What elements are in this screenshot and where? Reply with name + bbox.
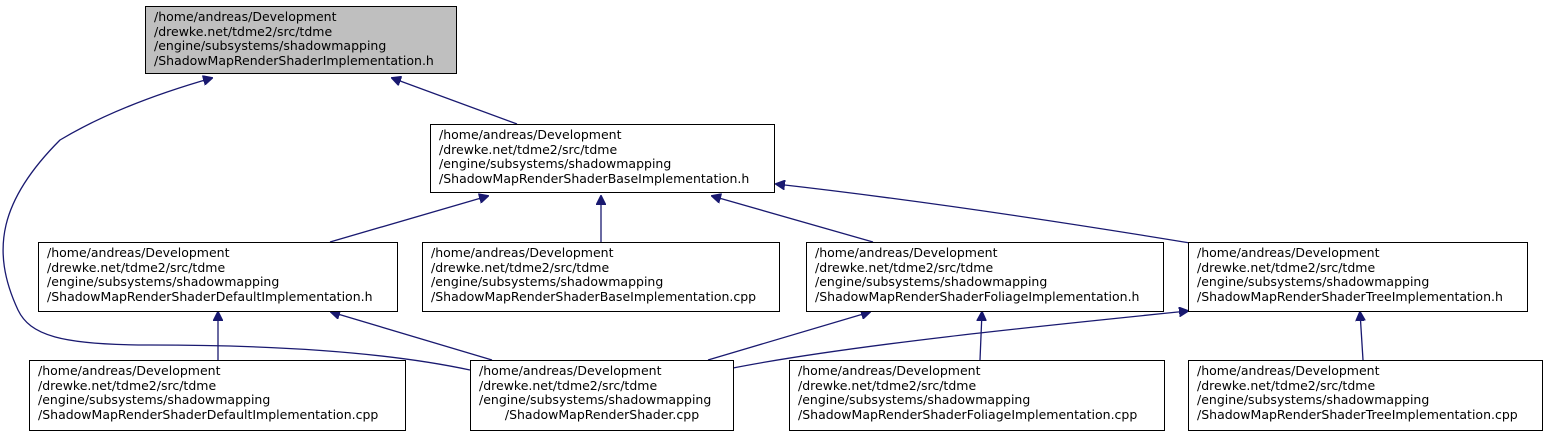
node-path-line: /home/andreas/Development xyxy=(798,363,981,378)
edge-default-h-to-base-h xyxy=(329,196,488,243)
edge-shader-cpp-to-default-h xyxy=(331,312,493,361)
node-path-line: /engine/subsystems/shadowmapping xyxy=(431,274,664,289)
node-path-line: /ShadowMapRenderShaderBaseImplementation… xyxy=(439,170,750,186)
node-path-line: /drewke.net/tdme2/src/tdme xyxy=(431,259,610,275)
edge-base-h-to-root xyxy=(392,78,518,125)
node-path-line: /drewke.net/tdme2/src/tdme xyxy=(798,377,977,393)
edge-shader-cpp-to-root xyxy=(2,78,471,371)
node-path-line: /home/andreas/Development xyxy=(431,245,614,260)
edge-foliage-cpp-to-foliage-h xyxy=(980,312,982,361)
node-path-line: /home/andreas/Development xyxy=(1197,245,1380,260)
edge-tree-h-to-base-h xyxy=(776,184,1191,244)
node-path-line: /ShadowMapRenderShaderTreeImplementation… xyxy=(1197,288,1503,304)
node-shadowmaprendershadertreeimplementation-cpp[interactable]: /home/andreas/Development /drewke.net/td… xyxy=(1188,360,1543,431)
node-shadowmaprendershaderimplementation-h[interactable]: /home/andreas/Development /drewke.net/td… xyxy=(145,6,457,74)
node-path-line: /drewke.net/tdme2/src/tdme xyxy=(154,23,333,39)
node-path-line: /engine/subsystems/shadowmapping xyxy=(47,274,280,289)
edge-tree-cpp-to-tree-h xyxy=(1360,312,1363,361)
node-path-line: /engine/subsystems/shadowmapping xyxy=(798,392,1031,407)
node-path-line: /ShadowMapRenderShaderImplementation.h xyxy=(154,52,434,68)
node-path-line: /home/andreas/Development xyxy=(439,127,622,142)
node-path-line: /ShadowMapRenderShaderDefaultImplementat… xyxy=(47,288,373,304)
node-path-line: /engine/subsystems/shadowmapping xyxy=(1197,274,1430,289)
node-path-line: /ShadowMapRenderShaderFoliageImplementat… xyxy=(815,288,1140,304)
node-path-line: /engine/subsystems/shadowmapping xyxy=(1197,392,1430,407)
node-path-line: /ShadowMapRenderShaderTreeImplementation… xyxy=(1197,406,1518,422)
node-path-line: /home/andreas/Development xyxy=(815,245,998,260)
node-path-line: /engine/subsystems/shadowmapping xyxy=(154,38,387,53)
node-path-line: /engine/subsystems/shadowmapping xyxy=(815,274,1048,289)
node-shadowmaprendershaderbaseimplementation-cpp[interactable]: /home/andreas/Development /drewke.net/td… xyxy=(422,242,780,312)
node-path-line: /drewke.net/tdme2/src/tdme xyxy=(815,259,994,275)
node-shadowmaprendershaderdefaultimplementation-h[interactable]: /home/andreas/Development /drewke.net/td… xyxy=(38,242,398,312)
node-path-line: /ShadowMapRenderShaderBaseImplementation… xyxy=(431,288,757,304)
node-path-line: /ShadowMapRenderShaderDefaultImplementat… xyxy=(38,406,379,422)
edge-shader-cpp-to-foliage-h xyxy=(707,312,870,361)
node-path-line: /drewke.net/tdme2/src/tdme xyxy=(479,377,658,393)
node-path-line: /drewke.net/tdme2/src/tdme xyxy=(1197,377,1376,393)
node-shadowmaprendershaderfoliageimplementation-cpp[interactable]: /home/andreas/Development /drewke.net/td… xyxy=(789,360,1165,431)
node-shadowmaprendershadertreeimplementation-h[interactable]: /home/andreas/Development /drewke.net/td… xyxy=(1188,242,1528,312)
node-shadowmaprendershaderfoliageimplementation-h[interactable]: /home/andreas/Development /drewke.net/td… xyxy=(806,242,1164,312)
node-path-line: /drewke.net/tdme2/src/tdme xyxy=(439,141,618,157)
edge-shader-cpp-to-tree-h xyxy=(732,311,1188,369)
node-path-line: /engine/subsystems/shadowmapping xyxy=(479,392,712,407)
node-path-line: /ShadowMapRenderShader.cpp xyxy=(504,406,700,422)
node-path-line: /home/andreas/Development xyxy=(154,9,337,24)
node-shadowmaprendershader-cpp[interactable]: /home/andreas/Development /drewke.net/td… xyxy=(470,360,734,431)
node-path-line: /home/andreas/Development xyxy=(47,245,230,260)
node-path-line: /ShadowMapRenderShaderFoliageImplementat… xyxy=(798,406,1138,422)
node-path-line: /engine/subsystems/shadowmapping xyxy=(439,156,672,171)
node-shadowmaprendershaderbaseimplementation-h[interactable]: /home/andreas/Development /drewke.net/td… xyxy=(430,124,775,193)
node-path-line: /home/andreas/Development xyxy=(479,363,662,378)
node-path-line: /drewke.net/tdme2/src/tdme xyxy=(47,259,226,275)
node-path-line: /home/andreas/Development xyxy=(38,363,221,378)
node-path-line: /drewke.net/tdme2/src/tdme xyxy=(38,377,217,393)
node-path-line: /drewke.net/tdme2/src/tdme xyxy=(1197,259,1376,275)
node-path-line: /home/andreas/Development xyxy=(1197,363,1380,378)
node-path-line: /engine/subsystems/shadowmapping xyxy=(38,392,271,407)
node-shadowmaprendershaderdefaultimplementation-cpp[interactable]: /home/andreas/Development /drewke.net/td… xyxy=(29,360,406,431)
edge-foliage-h-to-base-h xyxy=(712,196,874,243)
